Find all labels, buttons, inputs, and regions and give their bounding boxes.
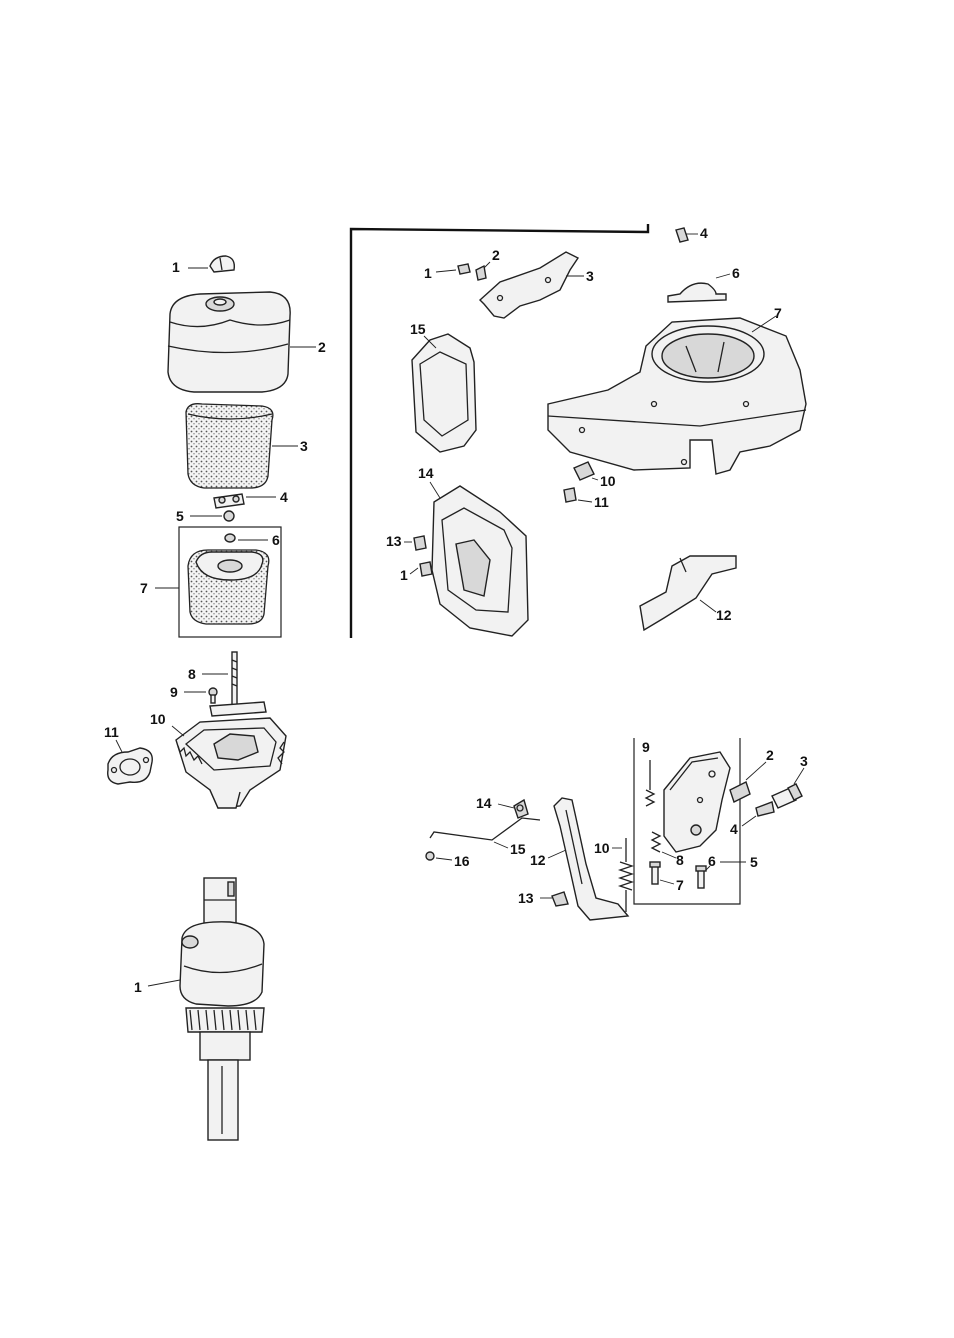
lower-baffle-part — [432, 486, 528, 636]
nut-part — [224, 511, 234, 521]
callout-gov-10: 10 — [594, 840, 610, 856]
screw-part — [564, 488, 576, 502]
blower-housing-part — [548, 318, 806, 474]
callout-blower-11: 11 — [594, 494, 609, 510]
blower-housing-group: 4 1 2 3 6 — [351, 224, 806, 638]
callout-gov-5: 5 — [750, 854, 758, 870]
linkage-clip-part — [514, 800, 528, 818]
callout-blower-12: 12 — [716, 607, 732, 623]
callout-air-8: 8 — [188, 666, 196, 682]
leader-line — [494, 842, 508, 848]
stud-part — [232, 652, 237, 706]
clamp-part — [668, 283, 726, 302]
screw-part — [414, 536, 426, 550]
callout-gov-15: 15 — [510, 841, 526, 857]
callout-blower-2: 2 — [492, 247, 500, 263]
leader-line — [660, 880, 674, 884]
callout-gov-12: 13 — [518, 890, 534, 906]
callout-air-6: 6 — [272, 532, 280, 548]
leader-line — [148, 980, 180, 986]
leader-line — [498, 804, 514, 808]
callout-gov-8: 8 — [676, 852, 684, 868]
callout-gov-2: 2 — [766, 747, 774, 763]
callout-blower-4: 4 — [700, 225, 708, 241]
callout-gov-6: 6 — [708, 853, 716, 869]
callout-blower-6: 6 — [732, 265, 740, 281]
callout-blower-7: 7 — [774, 305, 782, 321]
callout-air-4: 4 — [280, 489, 288, 505]
callout-blower-15: 15 — [410, 321, 426, 337]
callout-gov-16: 16 — [454, 853, 470, 869]
clip-part — [574, 462, 594, 480]
governor-group: 5 9 2 3 4 8 — [426, 738, 808, 920]
precleaner-part — [186, 404, 273, 488]
screw-part — [458, 264, 470, 274]
callout-air-3: 3 — [300, 438, 308, 454]
spring-part — [646, 790, 654, 806]
callout-blower-1a: 1 — [424, 265, 432, 281]
base-bracket-part — [210, 702, 266, 716]
rod-clip-part — [426, 852, 434, 860]
callout-gov-13: 12 — [530, 852, 546, 868]
callout-gov-3: 3 — [800, 753, 808, 769]
leader-line — [548, 850, 566, 858]
callout-blower-13: 13 — [386, 533, 402, 549]
bracket-part — [214, 494, 244, 508]
air-cleaner-base-part — [176, 718, 286, 808]
leader-line — [578, 500, 592, 502]
callout-gov-14: 14 — [476, 795, 492, 811]
leader-line — [592, 478, 598, 480]
leader-line — [436, 270, 456, 272]
crankshaft-group — [180, 878, 264, 1140]
leader-line — [746, 762, 766, 780]
callout-air-7: 7 — [140, 580, 148, 596]
leader-line — [410, 568, 418, 574]
screw-part — [696, 866, 706, 888]
callout-blower-10: 10 — [600, 473, 616, 489]
seal-part — [225, 534, 235, 542]
side-baffle-part — [412, 334, 476, 452]
leader-line — [716, 274, 730, 278]
leader-line — [662, 852, 676, 858]
callout-blower-3: 3 — [586, 268, 594, 284]
air-cleaner-group: 1 2 3 4 5 — [104, 256, 326, 808]
air-cleaner-cover-part — [168, 292, 290, 392]
air-filter-element-part — [188, 550, 269, 624]
lever-part — [730, 782, 750, 802]
leader-line — [484, 262, 490, 268]
bolt-part — [772, 784, 802, 808]
throttle-rod-part — [430, 818, 540, 840]
leader-line — [436, 858, 452, 860]
leader-line — [430, 482, 440, 498]
callout-air-9: 9 — [170, 684, 178, 700]
screw-top-part — [676, 228, 688, 242]
gasket-part — [108, 748, 153, 784]
control-bracket-part — [664, 752, 730, 852]
leader-line — [794, 768, 804, 784]
callout-air-5: 5 — [176, 508, 184, 524]
callout-air-1: 1 — [172, 259, 180, 275]
callout-blower-1b: 1 — [400, 567, 408, 583]
screw-part — [650, 862, 660, 884]
leader-line — [172, 726, 184, 736]
leader-line — [700, 600, 716, 612]
leader-line — [116, 740, 122, 752]
nut-part — [552, 892, 568, 906]
callout-crank-1: 1 — [134, 979, 142, 995]
screw-part — [420, 562, 432, 576]
callout-gov-9: 9 — [642, 739, 650, 755]
callout-air-11: 11 — [104, 724, 119, 740]
callout-gov-4: 4 — [730, 821, 738, 837]
spring-part — [652, 832, 660, 852]
callout-air-10: 10 — [150, 711, 166, 727]
spring-part — [620, 862, 632, 890]
leader-line — [742, 816, 756, 826]
callout-air-2: 2 — [318, 339, 326, 355]
screw-part — [209, 688, 217, 703]
wing-nut-part — [210, 256, 234, 272]
screw-part — [756, 802, 774, 816]
callout-blower-14: 14 — [418, 465, 434, 481]
callout-gov-7: 7 — [676, 877, 684, 893]
